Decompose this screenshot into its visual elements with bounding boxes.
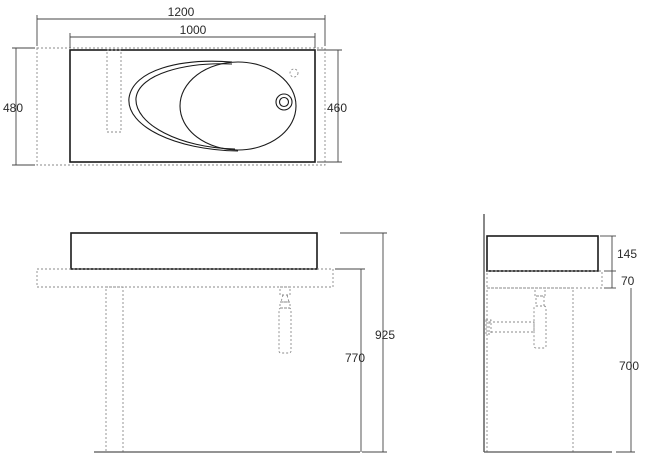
- front-leg: [105, 286, 124, 453]
- front-basin: [70, 232, 318, 270]
- side-counter: [486, 270, 603, 289]
- front-counter: [36, 268, 334, 288]
- side-trap: [485, 287, 547, 349]
- front-trap: [278, 286, 292, 354]
- plan-basin-outline: [69, 49, 316, 163]
- dim-label-basin-width: 1000: [180, 23, 207, 37]
- plan-counter-outline: [36, 47, 326, 166]
- plan-drain-inner: [278, 96, 290, 108]
- plan-drain-outer: [275, 93, 293, 111]
- plan-towel-slot: [106, 49, 122, 133]
- plan-bowl-outer-2: [135, 63, 236, 150]
- dim-label-overall-width: 1200: [168, 5, 195, 19]
- dim-label-counter-thickness: 70: [621, 274, 635, 288]
- plan-bowl-outer: [128, 60, 239, 152]
- plan-view: 1200 1000 480 460: [3, 5, 347, 166]
- dim-label-overall-depth: 480: [3, 101, 23, 115]
- dim-label-basin-depth: 460: [327, 101, 347, 115]
- dim-label-basin-height: 145: [617, 247, 637, 261]
- side-support: [486, 287, 574, 453]
- plan-bowl-inner: [179, 61, 297, 151]
- plan-taphole: [289, 68, 299, 78]
- front-view: 925 770: [36, 232, 395, 453]
- side-view: 145 70 700: [483, 214, 639, 453]
- dim-label-top-height: 770: [345, 351, 365, 365]
- dim-label-side-height: 700: [619, 359, 639, 373]
- side-basin: [486, 235, 599, 272]
- dim-label-total-height: 925: [375, 328, 395, 342]
